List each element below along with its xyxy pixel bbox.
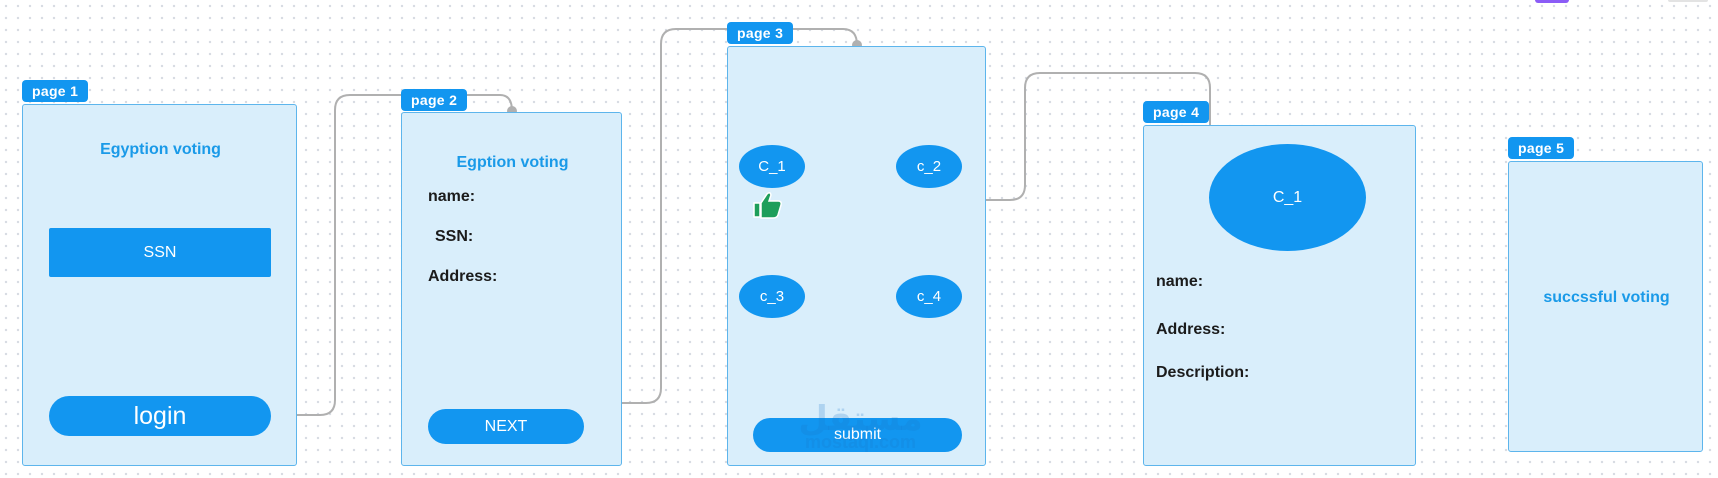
login-button[interactable]: login	[49, 396, 271, 436]
page-2-name-field: name:	[428, 188, 476, 205]
submit-button[interactable]: submit	[753, 418, 962, 452]
toolbar-chip-gray[interactable]	[1668, 0, 1708, 2]
page-4-name-field: name:	[1156, 273, 1204, 290]
selected-candidate-c1[interactable]: C_1	[1209, 144, 1366, 251]
success-message: succssful voting	[1543, 289, 1670, 306]
page-4-tag: page 4	[1143, 101, 1210, 123]
page-4-address-field: Address:	[1156, 321, 1226, 338]
page-1-frame: Egyption voting SSN login	[22, 104, 297, 466]
candidate-c3[interactable]: c_3	[739, 275, 805, 318]
connector-next-to-page3	[621, 28, 858, 404]
page-4-frame: C_1 name: Address: Description:	[1143, 125, 1416, 466]
connector-login-to-page2	[270, 94, 513, 416]
page-2-ssn-field: SSN:	[435, 228, 474, 245]
page-5-tag: page 5	[1508, 137, 1575, 159]
ssn-button[interactable]: SSN	[49, 228, 271, 277]
page-3-frame: C_1 c_2 c_3 c_4 submit	[727, 46, 986, 466]
watermark-latin: mostaql.com	[804, 432, 917, 452]
page-1-tag: page 1	[22, 80, 89, 102]
thumbs-up-icon	[750, 190, 784, 220]
page-2-tag: page 2	[401, 89, 468, 111]
page-2-address-field: Address:	[428, 268, 498, 285]
candidate-c2[interactable]: c_2	[896, 145, 962, 188]
candidate-c1[interactable]: C_1	[739, 145, 805, 188]
page-5-frame: succssful voting	[1508, 161, 1703, 452]
watermark-logo: مستقل mostaql.com	[788, 402, 933, 452]
page-2-title: Egption voting	[456, 154, 569, 171]
candidate-c4[interactable]: c_4	[896, 275, 962, 318]
page-3-tag: page 3	[727, 22, 794, 44]
page-4-description-field: Description:	[1156, 364, 1250, 381]
toolbar-chip-purple[interactable]	[1535, 0, 1569, 3]
watermark-arabic: مستقل	[798, 400, 923, 438]
page-2-frame: Egption voting name: SSN: Address: NEXT	[401, 112, 622, 466]
page-1-title: Egyption voting	[100, 141, 221, 158]
next-button[interactable]: NEXT	[428, 409, 584, 444]
